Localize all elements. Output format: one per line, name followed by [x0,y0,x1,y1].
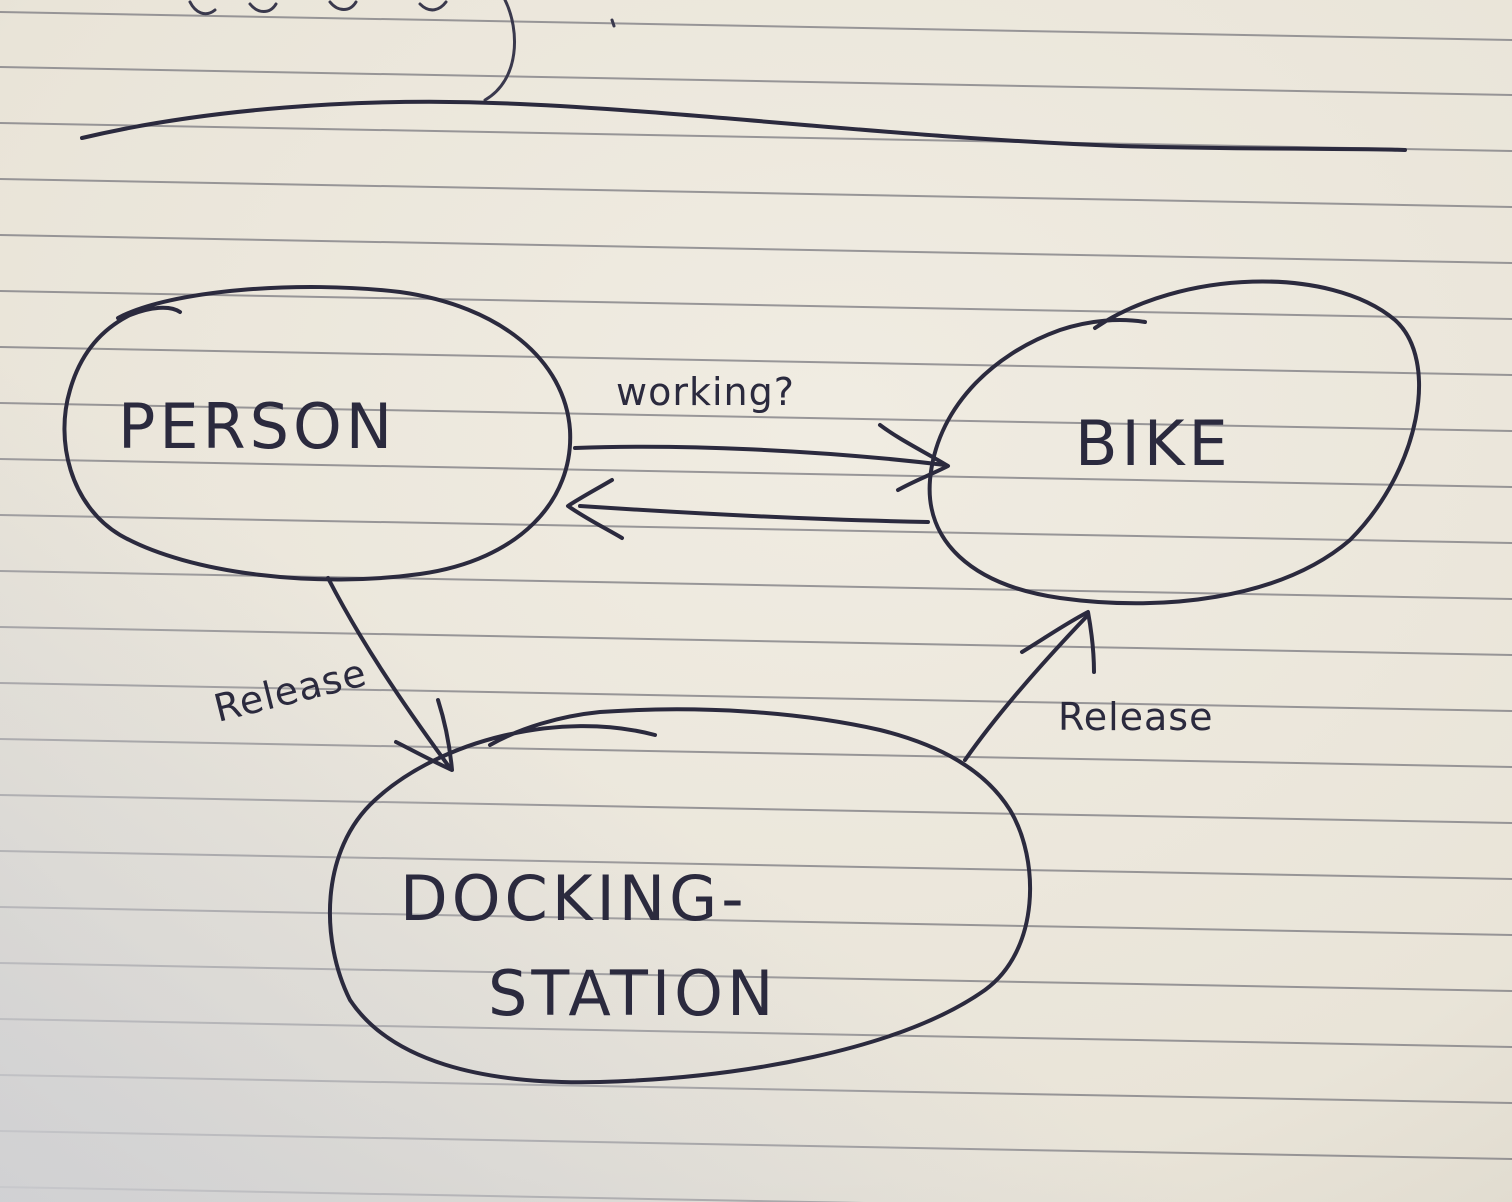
edge-bike-to-person [566,478,930,540]
person-to-bike-arrow-line [573,444,947,467]
person-to-docking-arrow-line [326,576,452,770]
node-bike: BIKE [927,279,1422,606]
person-to-docking-arrowhead [394,698,454,772]
node-person: PERSON [62,285,573,582]
bike-to-person-arrowhead [566,478,624,540]
bike-ellipse [927,279,1422,606]
person-ellipse [62,285,573,582]
edge-person-to-bike: working? [573,370,950,492]
node-docking-station: DOCKING- STATION [327,707,1032,1085]
person-to-bike-label: working? [616,370,795,414]
docking-station-label-line2: STATION [488,957,777,1030]
docking-to-bike-arrow-line [963,613,1090,762]
person-to-bike-arrowhead [878,423,950,492]
docking-to-bike-label: Release [1058,695,1213,739]
section-divider-line [80,99,1407,152]
edge-docking-to-bike: Release [963,610,1213,762]
docking-to-bike-arrowhead [1020,610,1096,674]
person-label: PERSON [118,390,396,463]
docking-station-ellipse [327,707,1032,1085]
docking-station-label-line1: DOCKING- [400,862,748,935]
bike-to-person-arrow-line [578,504,930,524]
previous-note-scribble [188,0,616,102]
bike-label: BIKE [1075,407,1232,480]
